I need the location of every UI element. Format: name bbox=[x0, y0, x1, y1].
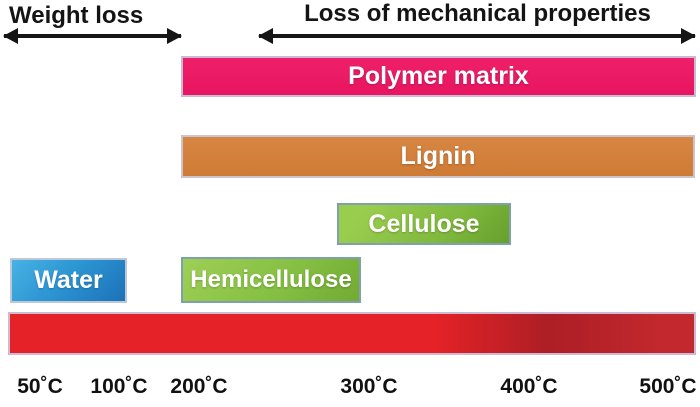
bar-polymer-matrix-label: Polymer matrix bbox=[348, 62, 529, 90]
bar-lignin-label: Lignin bbox=[400, 142, 476, 170]
axis-tick-300c: 300˚C bbox=[340, 375, 398, 398]
axis-tick-500c: 500˚C bbox=[639, 375, 697, 398]
weight-loss-range-arrow-icon bbox=[4, 34, 181, 38]
mechanical-properties-label: Loss of mechanical properties bbox=[304, 0, 651, 27]
axis-tick-50c: 50˚C bbox=[17, 375, 63, 398]
bar-cellulose: Cellulose bbox=[337, 203, 511, 245]
weight-loss-label: Weight loss bbox=[9, 2, 144, 29]
mechanical-properties-range-arrow-icon bbox=[259, 34, 695, 38]
bar-water: Water bbox=[10, 258, 127, 303]
bar-hemicellulose-label: Hemicellulose bbox=[190, 266, 352, 293]
bar-hemicellulose: Hemicellulose bbox=[181, 257, 361, 303]
bar-polymer-matrix: Polymer matrix bbox=[181, 56, 696, 97]
axis-tick-100c: 100˚C bbox=[90, 375, 148, 398]
bar-cellulose-label: Cellulose bbox=[368, 209, 480, 238]
axis-tick-200c: 200˚C bbox=[170, 375, 228, 398]
bar-water-label: Water bbox=[34, 266, 103, 294]
bar-lignin: Lignin bbox=[181, 135, 695, 178]
bar-thermal-degradation-band bbox=[8, 312, 696, 355]
axis-tick-400c: 400˚C bbox=[500, 375, 558, 398]
